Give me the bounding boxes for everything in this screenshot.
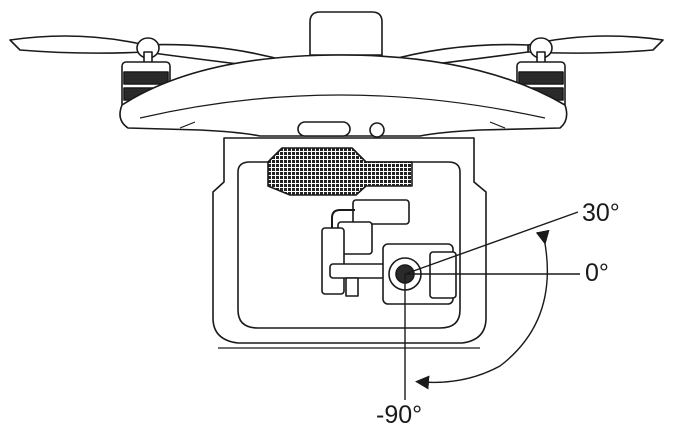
drone-body <box>119 54 568 137</box>
label-minus-90-degree: -90° <box>376 401 423 429</box>
front-indicator <box>297 121 385 138</box>
label-0-degree: 0° <box>585 259 609 287</box>
tilt-arrow <box>415 229 550 390</box>
gps-module <box>309 11 383 61</box>
vent-grille <box>267 147 413 196</box>
label-30-degree: 30° <box>582 199 620 227</box>
